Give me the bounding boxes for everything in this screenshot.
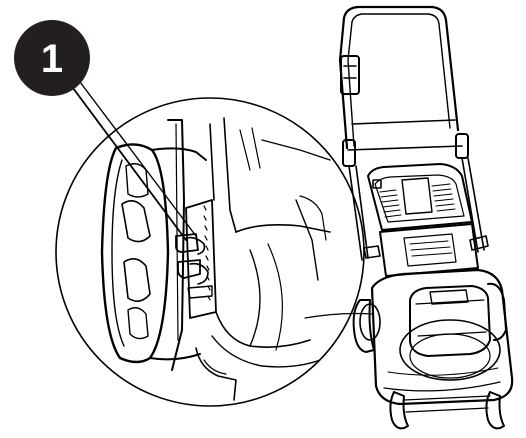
callout-number: 1 xyxy=(41,37,63,81)
lawn-mower-drawing xyxy=(304,5,514,430)
wheel-detail-magnifier xyxy=(55,81,365,407)
callout-badge-circle xyxy=(14,20,90,96)
height-adjust-lever xyxy=(175,233,213,299)
callout-badge: 1 xyxy=(14,20,90,96)
